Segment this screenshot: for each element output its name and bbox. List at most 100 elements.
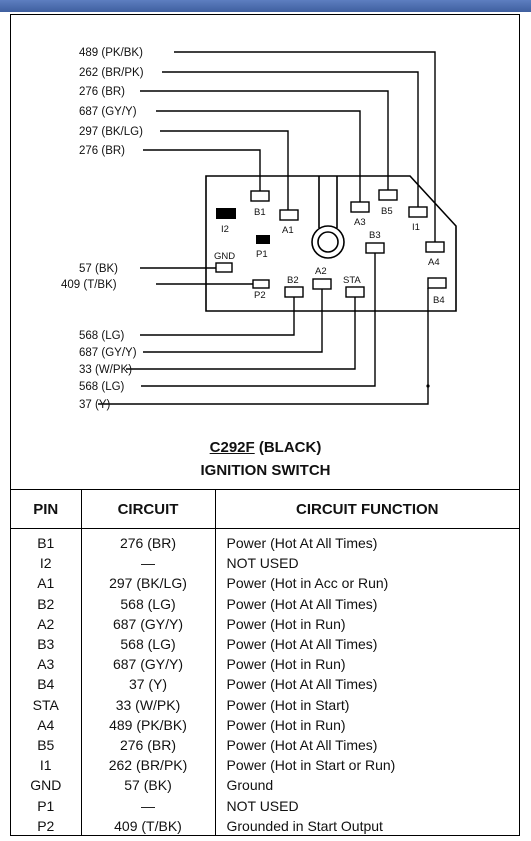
pin-label-b4: B4 <box>433 295 445 306</box>
cell-pin: STA <box>32 696 59 713</box>
wire-label-37: 37 (Y) <box>79 399 110 411</box>
cell-pin: B2 <box>37 595 55 612</box>
pin-label-i2: I2 <box>221 224 229 235</box>
cell-pin: A3 <box>37 656 55 673</box>
pin-p1 <box>256 235 270 244</box>
cell-function: Grounded in Start Output <box>214 815 519 836</box>
pin-label-b1: B1 <box>254 207 266 218</box>
cell-function: Power (Hot At All Times) <box>214 674 519 695</box>
cell-pin: P1 <box>37 797 55 814</box>
wire-label-276a: 276 (BR) <box>79 86 125 98</box>
cell-pin: GND <box>30 777 62 794</box>
cell-function: Power (Hot in Run) <box>214 654 519 675</box>
cell-function: Power (Hot At All Times) <box>214 528 519 554</box>
pin-i2 <box>216 208 236 219</box>
cell-function: Power (Hot At All Times) <box>214 633 519 655</box>
table-row: B5 276 (BR)Power (Hot At All Times) <box>11 734 519 756</box>
cell-pin: B3 <box>37 636 55 653</box>
cell-function: Power (Hot in Acc or Run) <box>214 573 519 594</box>
cell-pin: A4 <box>37 716 55 733</box>
pin-b2 <box>284 286 304 298</box>
pin-label-b5: B5 <box>381 206 393 217</box>
cell-circuit: 687 (GY/Y) <box>80 613 215 634</box>
cell-pin: B4 <box>37 676 55 693</box>
key-cylinder-inner <box>317 231 339 253</box>
pin-sta <box>345 286 365 298</box>
wire-label-687b: 687 (GY/Y) <box>79 347 137 359</box>
cell-circuit: 489 (PK/BK) <box>80 714 215 735</box>
connector-caption: C292F (BLACK) <box>0 439 531 456</box>
pin-a4 <box>425 241 445 253</box>
pin-b4 <box>427 277 447 289</box>
pin-label-sta: STA <box>343 275 361 286</box>
wire-label-568a: 568 (LG) <box>79 330 125 342</box>
header-pin: PIN <box>11 489 81 529</box>
cell-circuit: 276 (BR) <box>80 734 215 756</box>
table-row: P1—NOT USED <box>11 795 519 816</box>
table-row: B2 568 (LG)Power (Hot At All Times) <box>11 593 519 614</box>
table-header-row: PIN CIRCUIT CIRCUIT FUNCTION <box>11 489 519 529</box>
cell-function: Power (Hot in Run) <box>214 714 519 735</box>
cell-circuit: 276 (BR) <box>80 528 215 554</box>
cell-circuit: — <box>80 553 215 574</box>
connector-body <box>205 175 457 312</box>
pin-b1 <box>250 190 270 202</box>
pin-i1 <box>408 206 428 218</box>
cell-function: Power (Hot At All Times) <box>214 593 519 614</box>
header-circuit: CIRCUIT <box>80 489 215 529</box>
key-cylinder-outer <box>311 225 345 259</box>
table-row: A4 489 (PK/BK)Power (Hot in Run) <box>11 714 519 735</box>
header-function: CIRCUIT FUNCTION <box>214 489 519 529</box>
table-row: STA 33 (W/PK)Power (Hot in Start) <box>11 694 519 715</box>
pin-b3 <box>365 242 385 254</box>
cell-pin: A2 <box>37 615 55 632</box>
pin-label-a4: A4 <box>428 257 440 268</box>
wire-label-33: 33 (W/PK) <box>79 364 132 376</box>
cell-pin: A1 <box>37 575 55 592</box>
wire-label-297: 297 (BK/LG) <box>79 126 143 138</box>
pin-label-a2: A2 <box>315 266 327 277</box>
cell-circuit: 687 (GY/Y) <box>80 654 215 675</box>
cell-function: Ground <box>214 775 519 796</box>
pin-label-b2: B2 <box>287 275 299 286</box>
cell-function: Power (Hot At All Times) <box>214 734 519 756</box>
pin-a3 <box>350 201 370 213</box>
cell-pin: I2 <box>39 555 52 572</box>
wire-label-262: 262 (BR/PK) <box>79 67 144 79</box>
pin-label-a3: A3 <box>354 217 366 228</box>
wire-label-568b: 568 (LG) <box>79 381 125 393</box>
wire-label-489: 489 (PK/BK) <box>79 47 143 59</box>
cell-circuit: 568 (LG) <box>80 593 215 614</box>
cell-circuit: 37 (Y) <box>80 674 215 695</box>
cell-pin: P2 <box>37 817 55 834</box>
pin-b5 <box>378 189 398 201</box>
pin-label-b3: B3 <box>369 230 381 241</box>
pin-gnd <box>215 262 233 273</box>
wire-label-57: 57 (BK) <box>79 263 118 275</box>
window-title-bar <box>0 0 531 12</box>
cell-pin: I1 <box>39 757 52 774</box>
cell-circuit: 33 (W/PK) <box>80 694 215 715</box>
connector-diagram: B1 I2 A1 P1 A3 B5 I1 B3 A4 GND P2 B2 A2 … <box>61 47 457 411</box>
cell-function: Power (Hot in Run) <box>214 613 519 634</box>
cell-function: NOT USED <box>214 553 519 574</box>
pin-a2 <box>312 278 332 290</box>
table-row: I2 —NOT USED <box>11 553 519 574</box>
table-row: B4 37 (Y)Power (Hot At All Times) <box>11 674 519 695</box>
pin-label-p2: P2 <box>254 290 266 301</box>
cell-pin: B5 <box>37 736 55 753</box>
pin-label-gnd: GND <box>214 251 235 262</box>
connector-code: C292F <box>209 439 255 456</box>
pin-label-i1: I1 <box>412 222 420 233</box>
cell-function: Power (Hot in Start) <box>214 694 519 715</box>
wire-label-687a: 687 (GY/Y) <box>79 106 137 118</box>
wire-label-276b: 276 (BR) <box>79 145 125 157</box>
cell-function: NOT USED <box>214 795 519 816</box>
